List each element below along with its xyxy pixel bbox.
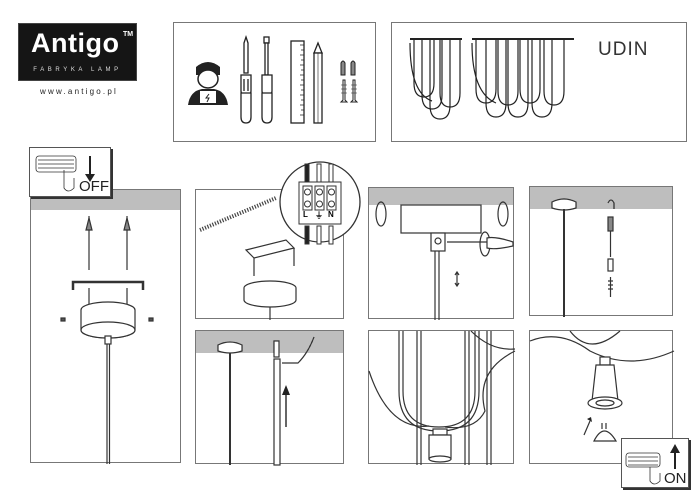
power-switch-hand-icon (35, 155, 95, 192)
insert-arrow-icon (587, 417, 592, 422)
brand-logo: Antigo TM FABRYKA LAMP (18, 23, 137, 81)
pencil-icon (313, 41, 323, 124)
step-6-illustration (368, 330, 516, 465)
terminal-block-icon (279, 161, 361, 245)
step-3-illustration (375, 201, 514, 320)
electrician-icon (188, 62, 228, 105)
step-7-illustration (529, 330, 675, 442)
ruler-icon (290, 40, 305, 124)
terminal-label-ground: ⏚ (315, 211, 323, 220)
udin-chandelier-illustration (409, 38, 574, 120)
step-4-illustration (551, 198, 615, 317)
off-label: OFF (79, 178, 109, 195)
step-1-illustration (60, 216, 154, 464)
brand-tagline: FABRYKA LAMP (33, 67, 122, 73)
power-on-switch: ON (621, 438, 689, 488)
step-2-illustration (199, 196, 297, 320)
step-2-panel (195, 189, 344, 320)
screws-icon (339, 79, 359, 103)
on-label: ON (664, 470, 687, 487)
ceiling-hatch (369, 188, 513, 205)
brand-url: www.antigo.pl (40, 87, 118, 96)
trademark: TM (123, 31, 134, 38)
product-panel: UDIN (391, 22, 687, 142)
wall-plugs-icon (340, 60, 356, 76)
arrow-up-icon (670, 444, 680, 453)
phillips-screwdriver-icon (240, 34, 252, 124)
tools-panel (173, 22, 376, 142)
arrow-down-icon (85, 174, 95, 182)
power-switch-hand-icon (625, 444, 680, 485)
tools-illustration (188, 34, 359, 124)
terminal-label-live: L (303, 210, 308, 219)
terminal-block-detail: L ⏚ N (279, 158, 361, 247)
step-5-panel (195, 330, 344, 466)
step-3-panel (368, 187, 514, 320)
flat-screwdriver-icon (261, 36, 273, 124)
step-4-panel (529, 186, 673, 317)
step-1-panel (30, 189, 181, 464)
arrow-up-icon (282, 385, 290, 395)
model-name: UDIN (598, 39, 649, 60)
step-5-illustration (217, 336, 315, 466)
terminal-label-neutral: N (328, 210, 334, 219)
brand-name: Antigo (31, 28, 120, 58)
power-off-switch: OFF (29, 147, 111, 197)
step-6-panel (368, 330, 516, 465)
